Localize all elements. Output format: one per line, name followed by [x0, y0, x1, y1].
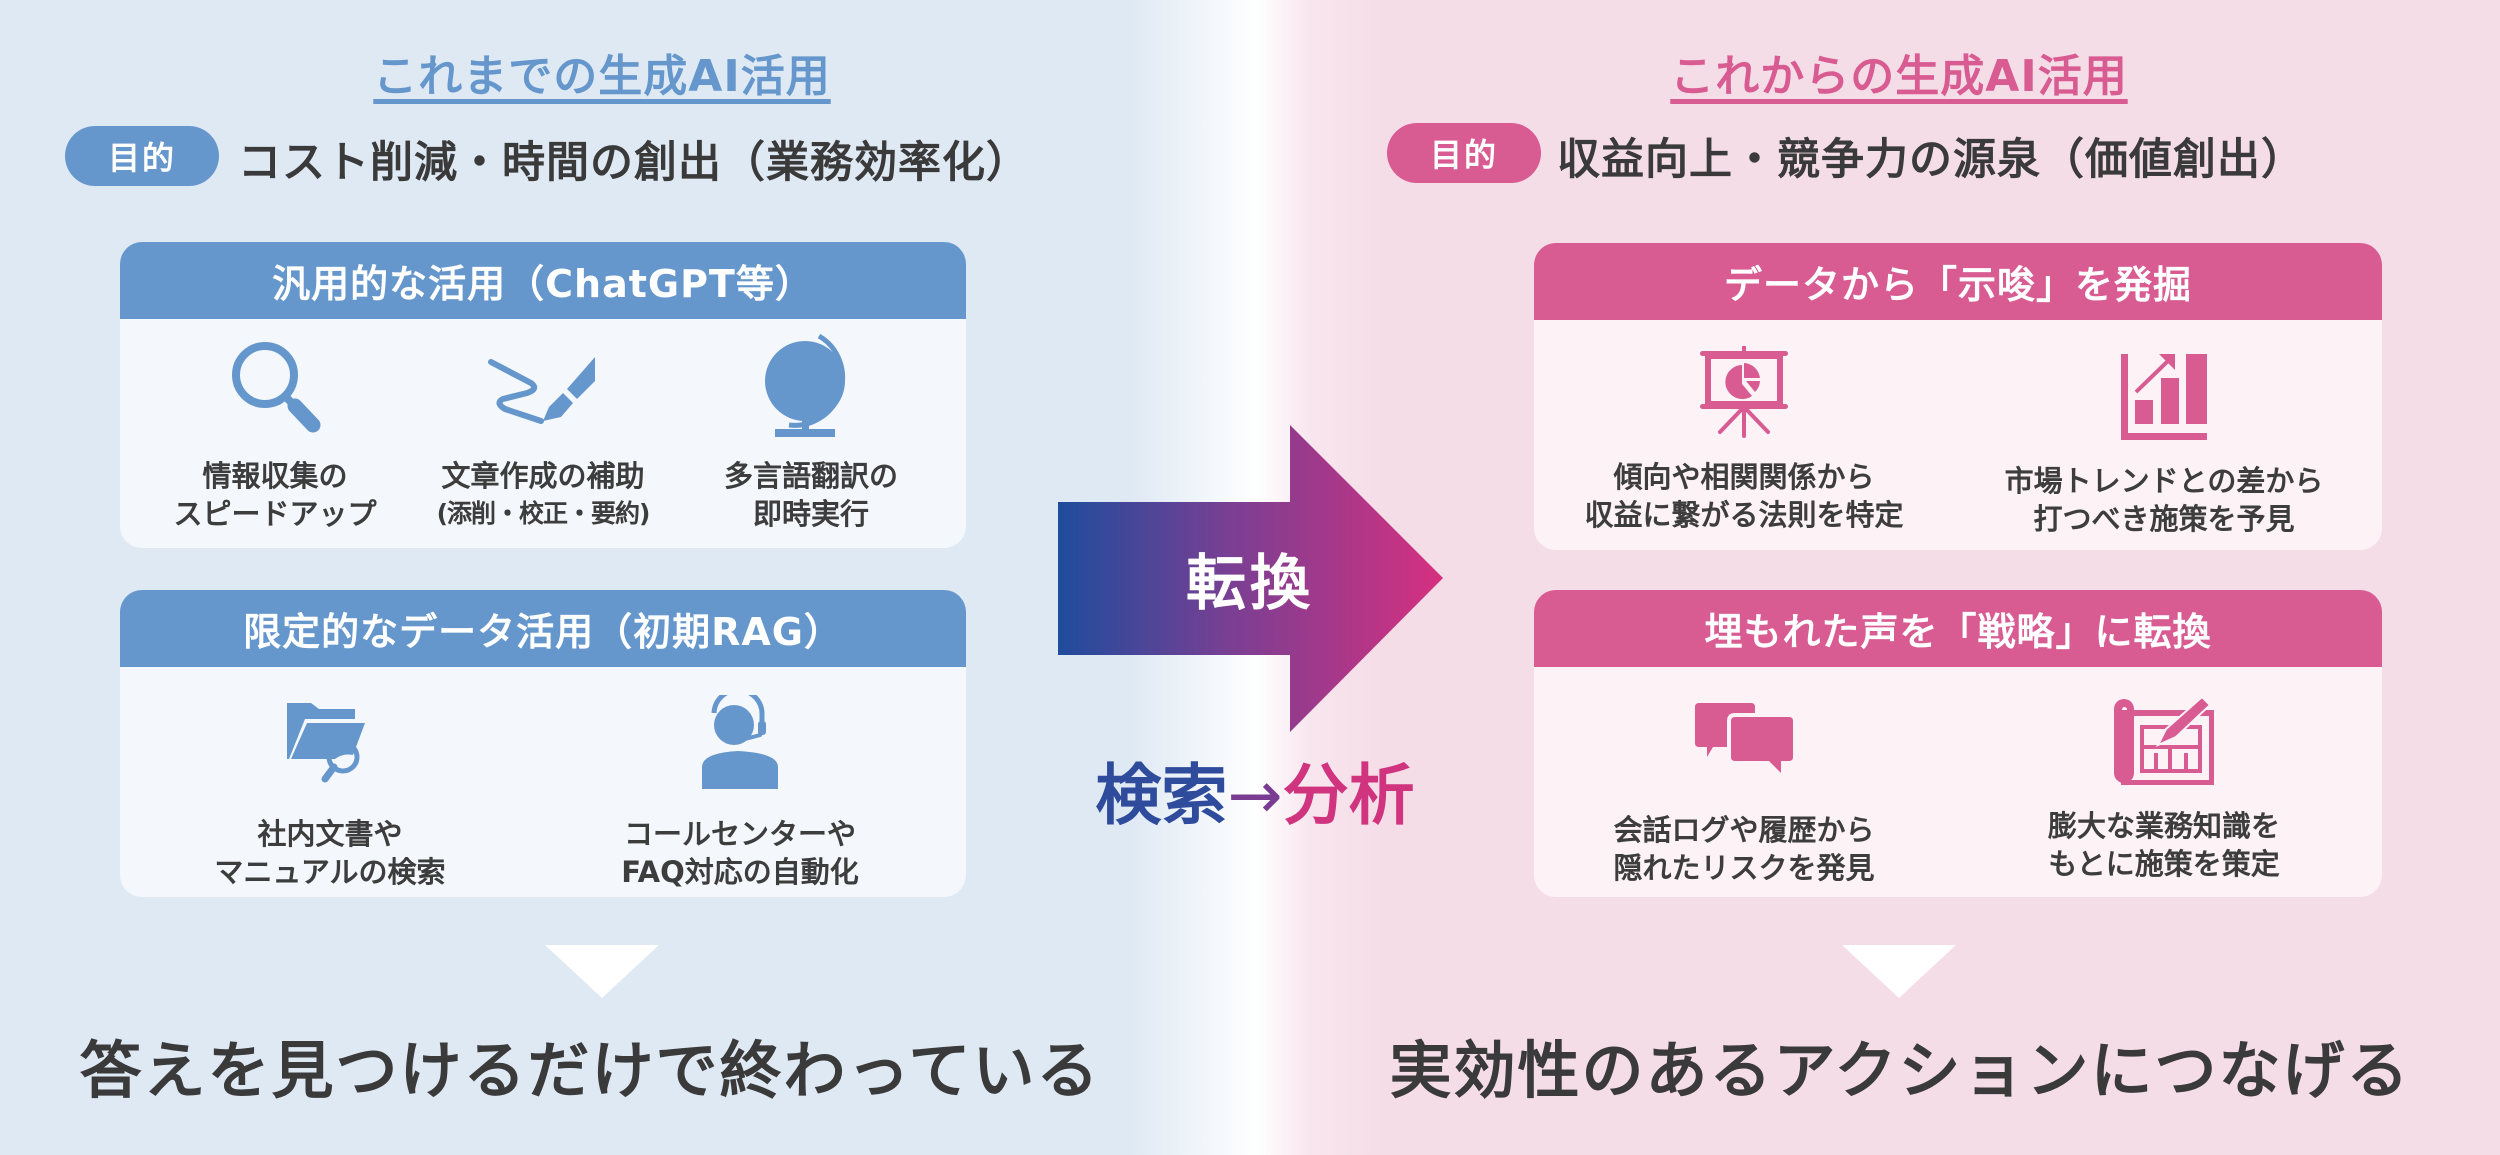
right-arrow-glyph: → [1227, 757, 1283, 834]
transformation-arrow-icon [1058, 425, 1443, 732]
shift-to-text: 分析 [1282, 757, 1415, 834]
pen-writing-icon [488, 357, 595, 424]
item-line-2: 収益に繋がる法則を特定 [1584, 498, 1904, 532]
call-center-operator-icon [702, 695, 778, 789]
item-line-2: マニュアルの検索 [214, 855, 446, 889]
left-objective-text: コスト削減・時間の創出（業務効率化） [238, 138, 1030, 188]
item-line-1: 情報収集の [202, 459, 348, 493]
globe-icon [765, 333, 846, 437]
item-line-2: FAQ対応の自動化 [621, 855, 859, 889]
right-section-title: これからの生成AI活用 [1670, 51, 2128, 102]
feature-item: 多言語翻訳の 即時実行 [666, 333, 956, 533]
item-line-2: もとに施策を策定 [2048, 847, 2280, 881]
card-header: 埋もれた声を「戦略」に転換 [1534, 590, 2382, 667]
shift-caption: 検索→分析 [1060, 742, 1450, 838]
card-header: 汎用的な活用（ChatGPT等） [120, 242, 966, 319]
right-purpose-badge: 目的 [1387, 123, 1541, 183]
folder-search-icon [287, 703, 365, 783]
left-section-title: これまでの生成AI活用 [373, 51, 831, 102]
feature-item: 会話ログや履歴から 隠れたリスクを発見 [1554, 703, 1934, 887]
magnifier-icon [232, 342, 321, 433]
right-objective-text: 収益向上・競争力の源泉（価値創出） [1557, 135, 2305, 185]
feature-item: 情報収集の スピードアップ [130, 337, 420, 533]
item-line-2: 即時実行 [752, 497, 869, 531]
item-line-1: 社内文書や [257, 817, 403, 851]
item-line-1: 文章作成の補助 [441, 459, 645, 493]
item-line-2: (添削・校正・要約) [436, 499, 651, 528]
blueprint-pencil-icon [2114, 695, 2214, 785]
chat-bubbles-icon [1695, 703, 1793, 773]
right-conclusion-text: 実効性のあるアクションにつなげる [1389, 1034, 2411, 1107]
left-card-limited-data-use: 限定的なデータ活用（初期RAG） 社内文書や マニュアルの検索 [120, 590, 966, 897]
item-line-2: 隠れたリスクを発見 [1613, 851, 1875, 885]
feature-item: 市場トレンドとの差から 打つべき施策を予見 [1974, 354, 2354, 538]
left-card-general-use: 汎用的な活用（ChatGPT等） 情報収集の スピードアップ 文章作成の補助 (… [120, 242, 966, 548]
item-line-1: 会話ログや履歴から [1613, 813, 1875, 847]
shift-from-text: 検索 [1095, 757, 1228, 834]
left-purpose-badge: 目的 [65, 126, 219, 186]
item-line-1: 傾向や相関関係から [1613, 460, 1875, 494]
feature-item: 社内文書や マニュアルの検索 [180, 697, 480, 891]
item-line-2: 打つべき施策を予見 [2033, 502, 2295, 536]
card-header: 限定的なデータ活用（初期RAG） [120, 590, 966, 667]
item-line-1: コールセンターや [623, 817, 856, 851]
item-line-1: 膨大な業務知識を [2047, 809, 2280, 843]
arrow-label: 転換 [1186, 549, 1314, 619]
left-conclusion-text: 答えを見つけるだけで終わっている [79, 1034, 1101, 1107]
right-card-voice-to-strategy: 埋もれた声を「戦略」に転換 会話ログや履歴から 隠れたリスクを発見 [1534, 590, 2382, 897]
item-line-1: 多言語翻訳の [723, 459, 898, 493]
right-card-insight-discovery: データから「示唆」を発掘 傾向や相関関係から 収益に繋がる法則を特定 [1534, 243, 2382, 550]
feature-item: 傾向や相関関係から 収益に繋がる法則を特定 [1554, 346, 1934, 534]
presentation-pie-chart-icon [1700, 346, 1788, 438]
item-line-1: 市場トレンドとの差から [2004, 464, 2324, 498]
left-down-triangle-icon [545, 945, 659, 998]
bar-chart-growth-icon [2121, 354, 2207, 440]
feature-item: 膨大な業務知識を もとに施策を策定 [1974, 695, 2354, 883]
right-down-triangle-icon [1842, 945, 1956, 998]
item-line-2: スピードアップ [173, 497, 377, 531]
card-header: データから「示唆」を発掘 [1534, 243, 2382, 320]
feature-item: コールセンターや FAQ対応の自動化 [590, 695, 890, 891]
feature-item: 文章作成の補助 (添削・校正・要約) [398, 337, 688, 533]
